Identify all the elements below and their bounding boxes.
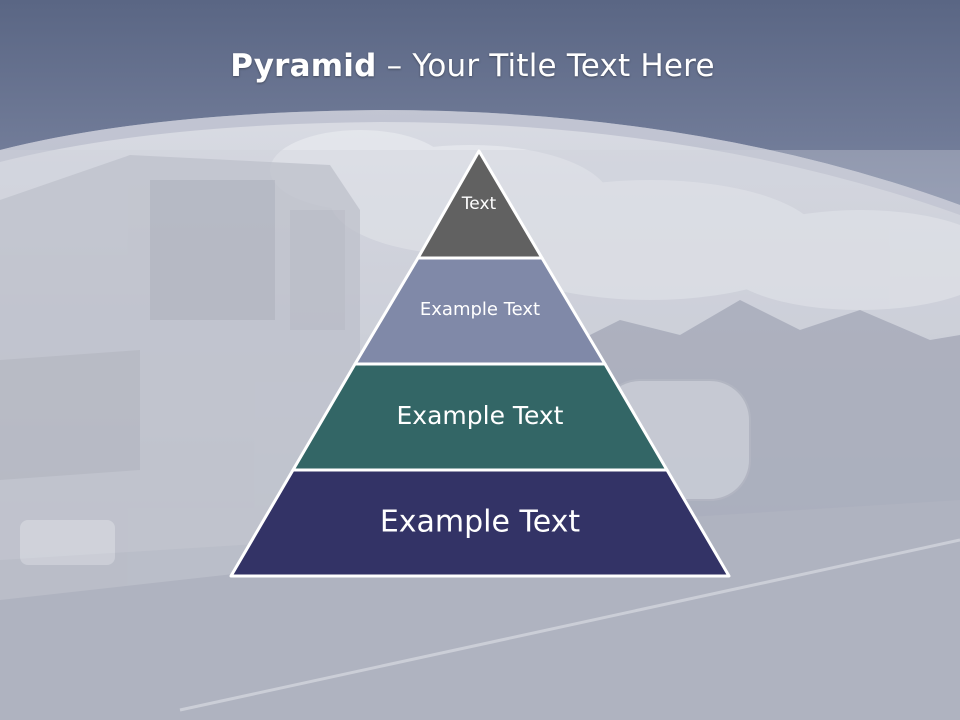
title-bold: Pyramid bbox=[230, 48, 377, 84]
pyramid-tier-2-label: Example Text bbox=[420, 299, 540, 320]
road-line bbox=[179, 538, 960, 712]
pyramid-tier-4 bbox=[229, 468, 731, 578]
slide-title: Pyramid – Your Title Text Here bbox=[0, 48, 945, 84]
pyramid-tier-4-label: Example Text bbox=[380, 505, 581, 540]
header-band bbox=[0, 0, 960, 205]
title-rest: – Your Title Text Here bbox=[376, 48, 715, 84]
pyramid-tier-1-label: Text bbox=[461, 194, 497, 214]
pyramid-tier-3-label: Example Text bbox=[397, 401, 564, 430]
truck-cab bbox=[0, 155, 360, 600]
